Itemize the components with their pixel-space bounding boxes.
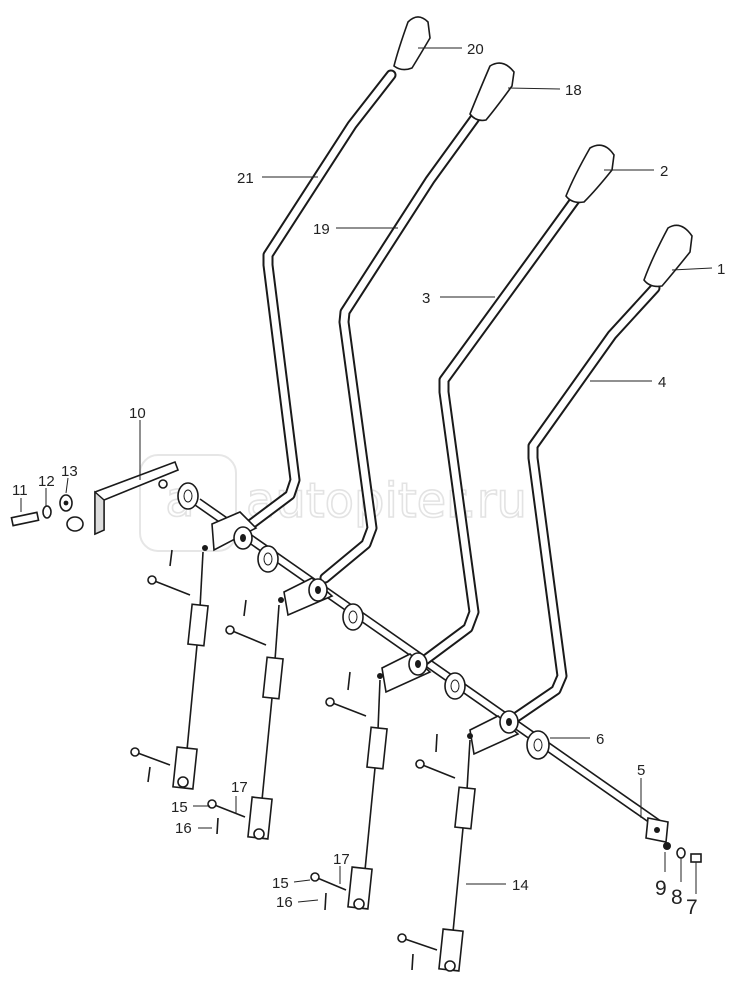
callout-4: 4 — [658, 374, 666, 391]
callout-17-left: 17 — [231, 779, 248, 796]
callout-6: 6 — [596, 731, 604, 748]
callout-11: 11 — [12, 482, 28, 499]
knob-18 — [469, 62, 515, 122]
callout-15-right: 15 — [272, 875, 289, 892]
lever-19 — [278, 112, 481, 617]
shaft-fasteners — [663, 842, 702, 863]
callout-13: 13 — [61, 463, 78, 480]
bushings — [177, 482, 550, 760]
linkage-rod-c — [310, 671, 388, 911]
callout-8: 8 — [671, 886, 683, 909]
callout-12: 12 — [38, 473, 55, 490]
callout-2: 2 — [660, 163, 668, 180]
lever-3 — [377, 194, 581, 694]
callout-14: 14 — [512, 877, 529, 894]
callout-15-left: 15 — [171, 799, 188, 816]
knob-20 — [393, 16, 431, 71]
leader-lines — [20, 47, 713, 903]
callout-20: 20 — [467, 41, 484, 58]
callout-18: 18 — [565, 82, 582, 99]
callout-5: 5 — [637, 762, 645, 779]
linkage-rod-a — [130, 549, 209, 790]
callout-21: 21 — [237, 170, 254, 187]
bolt-assembly-left — [10, 494, 84, 532]
linkage-rod-d — [397, 733, 476, 972]
lever-4 — [467, 282, 661, 756]
lever-21 — [202, 69, 397, 552]
knob-2 — [565, 144, 615, 204]
callout-19: 19 — [313, 221, 330, 238]
callout-7: 7 — [686, 896, 698, 919]
mounting-bracket — [94, 460, 180, 536]
callout-1: 1 — [717, 261, 725, 278]
callout-10: 10 — [129, 405, 146, 422]
callout-16-left: 16 — [175, 820, 192, 837]
callout-9: 9 — [655, 877, 667, 900]
callout-16-right: 16 — [276, 894, 293, 911]
knob-1 — [643, 224, 693, 288]
callout-17-right: 17 — [333, 851, 350, 868]
callout-labels: 20 18 2 1 4 3 19 21 10 6 5 14 11 12 13 1… — [12, 41, 725, 919]
linkage-rod-b — [207, 599, 284, 840]
callout-3: 3 — [422, 290, 430, 307]
